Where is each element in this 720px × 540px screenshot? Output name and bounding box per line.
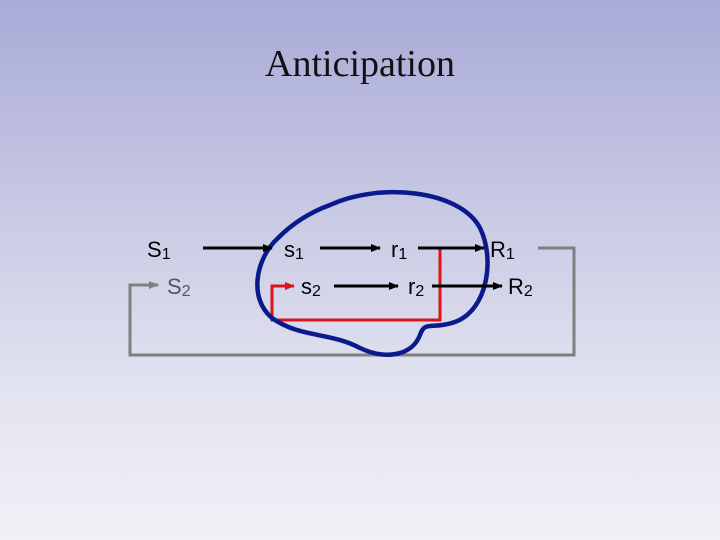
gray-feedback-loop xyxy=(130,248,574,355)
node-r2: r2 xyxy=(408,274,424,300)
node-s2: s2 xyxy=(301,274,321,300)
node-R1: R1 xyxy=(490,237,515,263)
blue-anticipation-loop xyxy=(257,192,487,355)
node-R2: R2 xyxy=(508,274,533,300)
node-r1: r1 xyxy=(391,237,407,263)
node-S1: S1 xyxy=(147,237,171,263)
node-s1: s1 xyxy=(284,237,304,263)
node-S2: S2 xyxy=(167,274,191,300)
